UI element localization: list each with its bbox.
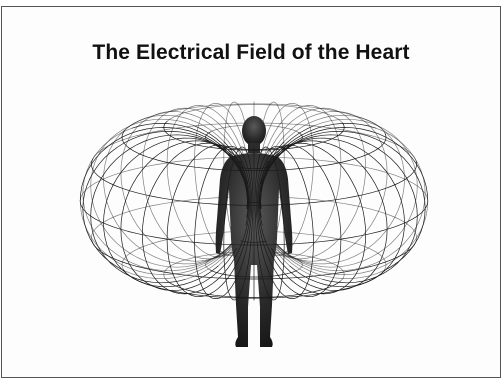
figure-head bbox=[242, 116, 266, 146]
electrical-field-diagram bbox=[2, 7, 501, 378]
field-meridian-line bbox=[376, 128, 425, 193]
field-meridian-line bbox=[384, 209, 425, 271]
field-meridian-line bbox=[83, 209, 124, 271]
field-parallel-line bbox=[210, 270, 297, 277]
field-parallel-line bbox=[341, 275, 345, 281]
slide: The Electrical Field of the Heart bbox=[1, 6, 501, 378]
field-meridian-line bbox=[83, 128, 132, 193]
